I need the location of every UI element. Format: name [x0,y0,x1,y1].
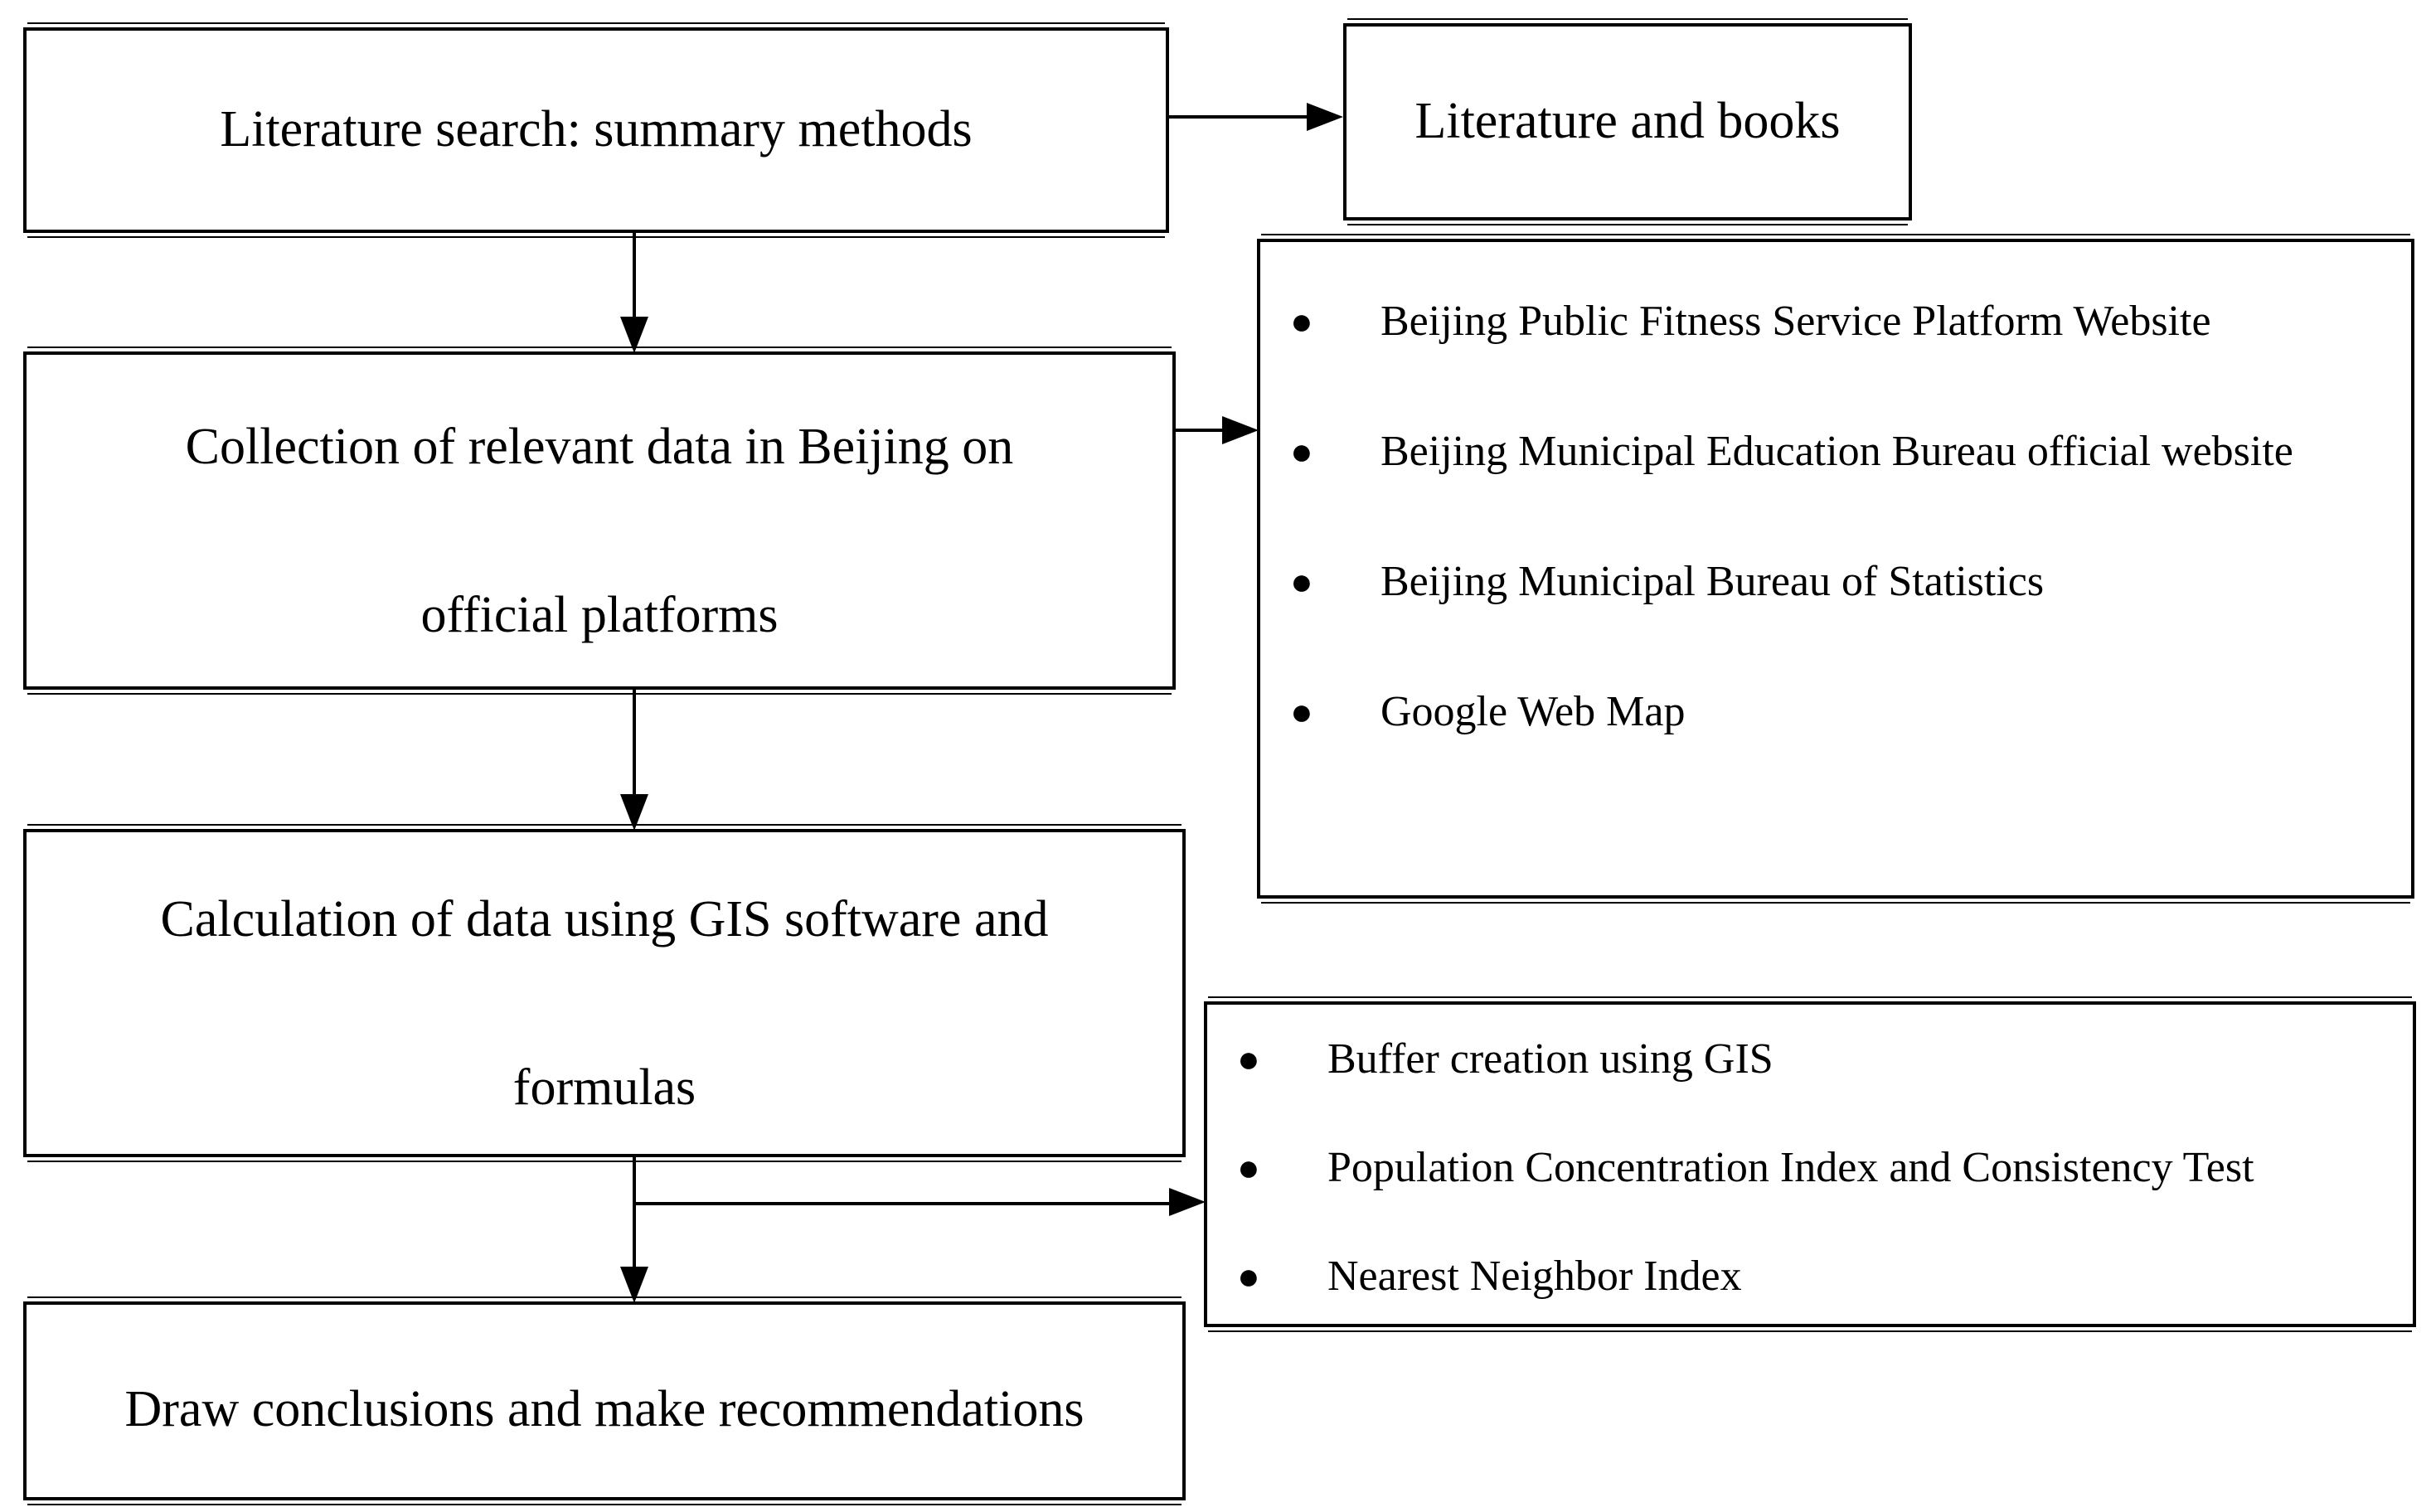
arrow-down-icon [620,794,648,831]
list-item-label: Buffer creation using GIS [1327,1035,1774,1083]
box-literature-search-label: Literature search: summary methods [220,101,973,158]
arrow-right-icon [1307,103,1343,131]
list-item: ● Buffer creation using GIS [1207,1006,2396,1112]
list-item: ● Population Concentration Index and Con… [1207,1115,2396,1220]
box-data-collection-line2: official platforms [420,587,779,643]
analysis-methods-list: ● Buffer creation using GIS ● Population… [1207,1005,2413,1329]
bullet-icon: ● [1237,1146,1260,1189]
list-item: ● Beijing Municipal Bureau of Statistics [1260,529,2334,634]
arrow-line [1176,429,1222,432]
list-item-label: Beijing Municipal Education Bureau offic… [1380,428,2293,475]
list-item-label: Beijing Municipal Bureau of Statistics [1380,558,2045,605]
list-item-label: Beijing Public Fitness Service Platform … [1380,298,2211,345]
bullet-icon: ● [1290,300,1313,342]
box-data-sources-list: ● Beijing Public Fitness Service Platfor… [1257,239,2414,899]
bullet-icon: ● [1237,1255,1260,1297]
arrow-right-icon [1222,416,1259,444]
box-conclusions-label: Draw conclusions and make recommendation… [124,1381,1084,1438]
box-gis-calculation: Calculation of data using GIS software a… [23,829,1186,1157]
arrow-line [1169,115,1307,119]
bullet-icon: ● [1290,430,1313,472]
box-data-collection: Collection of relevant data in Beijing o… [23,351,1176,690]
bullet-icon: ● [1290,560,1313,603]
list-item: ● Beijing Municipal Education Bureau off… [1260,399,2334,504]
arrow-line [633,690,636,794]
box-conclusions: Draw conclusions and make recommendation… [23,1301,1186,1500]
arrow-down-icon [620,1267,648,1303]
list-item: ● Nearest Neighbor Index [1207,1224,2396,1329]
box-analysis-methods-list: ● Buffer creation using GIS ● Population… [1204,1001,2416,1327]
arrow-line [633,1157,636,1267]
box-literature-and-books-label: Literature and books [1414,93,1841,150]
list-item-label: Population Concentration Index and Consi… [1327,1144,2254,1191]
list-item: ● Google Web Map [1260,659,2334,764]
bullet-icon: ● [1237,1038,1260,1080]
box-literature-and-books: Literature and books [1343,23,1912,220]
data-sources-list: ● Beijing Public Fitness Service Platfor… [1260,242,2411,764]
list-item: ● Beijing Public Fitness Service Platfor… [1260,269,2334,374]
arrow-line [633,1202,1169,1205]
box-data-collection-line1: Collection of relevant data in Beijing o… [185,418,1014,475]
box-gis-calculation-line2: formulas [512,1059,696,1116]
arrow-line [633,231,636,317]
list-item-label: Nearest Neighbor Index [1327,1253,1742,1300]
box-literature-search: Literature search: summary methods [23,27,1169,233]
box-gis-calculation-line1: Calculation of data using GIS software a… [160,890,1049,947]
list-item-label: Google Web Map [1380,688,1686,735]
bullet-icon: ● [1290,691,1313,733]
arrow-down-icon [620,317,648,353]
arrow-right-icon [1169,1188,1206,1216]
